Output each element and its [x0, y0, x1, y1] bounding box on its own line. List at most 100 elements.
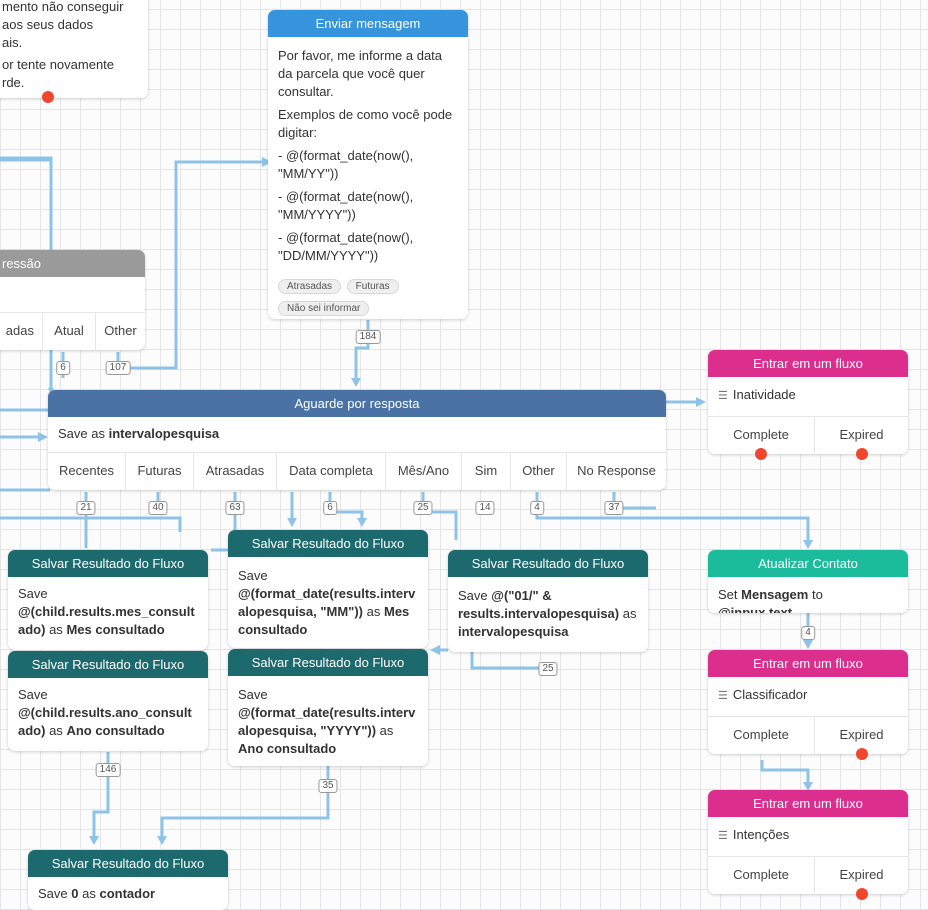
message-paragraph: - @(format_date(now(), "MM/YY"))	[278, 148, 414, 181]
path-counter[interactable]: 184	[355, 330, 381, 344]
save-flow-result-node[interactable]: Salvar Resultado do Fluxo Save @(format_…	[228, 649, 428, 766]
result-name: Ano consultado	[238, 741, 337, 756]
path-counter[interactable]: 25	[538, 662, 558, 676]
flow-icon: ☰	[718, 830, 728, 842]
exit-dot[interactable]	[856, 888, 868, 900]
path-counter[interactable]: 4	[530, 501, 544, 515]
path-counter[interactable]: 6	[56, 361, 70, 375]
flow-name: Inatividade	[732, 387, 796, 402]
exit-data-completa[interactable]: Data completa	[276, 453, 385, 490]
message-text-line: rde.	[2, 75, 25, 90]
save-expression: @(format_date(results.intervalopesquisa,…	[238, 586, 416, 619]
enter-flow-node-inatividade[interactable]: Entrar em um fluxo ☰ Inatividade Complete…	[708, 350, 908, 454]
exit-futuras[interactable]: Futuras	[125, 453, 193, 490]
exit-category[interactable]: adas	[5, 323, 34, 338]
node-title: Aguarde por resposta	[48, 390, 666, 417]
path-counter[interactable]: 37	[604, 501, 624, 515]
result-name: contador	[99, 886, 156, 901]
node-title: Salvar Resultado do Fluxo	[8, 550, 208, 577]
save-flow-result-node[interactable]: Salvar Resultado do Fluxo Save @(child.r…	[8, 550, 208, 650]
exit-no-response[interactable]: No Response	[566, 453, 666, 490]
message-text-line: ais.	[2, 35, 23, 50]
save-expression: @(child.results.ano_consultado)	[18, 705, 192, 738]
result-name: Mes consultado	[238, 604, 410, 637]
path-counter[interactable]: 25	[413, 501, 433, 515]
send-message-node-partial[interactable]: mento não conseguir aos seus dados ais. …	[0, 0, 148, 98]
set-label: Set	[718, 587, 738, 602]
exit-expired[interactable]: Expired	[814, 717, 908, 754]
exit-complete[interactable]: Complete	[733, 727, 789, 742]
exit-recentes[interactable]: Recentes	[59, 463, 114, 478]
as-label: as	[622, 606, 637, 621]
node-title: Salvar Resultado do Fluxo	[228, 649, 428, 676]
contact-value: @inpux.text	[718, 605, 793, 613]
flow-icon: ☰	[718, 390, 728, 402]
exit-expired[interactable]: Expired	[814, 857, 908, 894]
contact-field: Mensagem	[741, 587, 809, 602]
enter-flow-node-classificador[interactable]: Entrar em um fluxo ☰ Classificador Comple…	[708, 650, 908, 754]
path-counter[interactable]: 14	[475, 501, 495, 515]
quick-reply-tag: Futuras	[346, 279, 399, 294]
exit-complete[interactable]: Complete	[733, 427, 789, 442]
result-name: Mes consultado	[66, 622, 165, 637]
message-paragraph: - @(format_date(now(), "DD/MM/YYYY"))	[278, 230, 414, 263]
node-title: Entrar em um fluxo	[708, 350, 908, 377]
split-expression-node-partial[interactable]: ressão adas Atual Other	[0, 250, 145, 350]
as-label: as	[49, 622, 63, 637]
save-label: Save	[18, 687, 48, 702]
send-message-node[interactable]: Enviar mensagem Por favor, me informe a …	[268, 10, 468, 319]
path-counter[interactable]: 6	[323, 501, 337, 515]
save-expression: @("01/" & results.intervalopesquisa)	[458, 588, 620, 621]
node-title: Salvar Resultado do Fluxo	[8, 651, 208, 678]
path-counter[interactable]: 35	[318, 779, 338, 793]
exit-category[interactable]: Atual	[42, 313, 95, 350]
node-title: Salvar Resultado do Fluxo	[448, 550, 648, 577]
exit-dot[interactable]	[856, 448, 868, 460]
as-label: as	[379, 723, 394, 738]
path-counter[interactable]: 21	[76, 501, 96, 515]
save-flow-result-node[interactable]: Salvar Resultado do Fluxo Save @(child.r…	[8, 651, 208, 751]
exit-expired[interactable]: Expired	[814, 417, 908, 454]
to-label: to	[811, 587, 823, 602]
message-paragraph: Por favor, me informe a data da parcela …	[278, 48, 443, 99]
save-flow-result-node[interactable]: Salvar Resultado do Fluxo Save @("01/" &…	[448, 550, 648, 652]
exit-complete[interactable]: Complete	[733, 867, 789, 882]
node-title: Salvar Resultado do Fluxo	[228, 530, 428, 557]
save-flow-result-node[interactable]: Salvar Resultado do Fluxo Save 0 as cont…	[28, 850, 228, 910]
path-counter[interactable]: 63	[225, 501, 245, 515]
result-name: Ano consultado	[66, 723, 165, 738]
path-counter[interactable]: 4	[801, 626, 815, 640]
exit-dot[interactable]	[42, 91, 54, 103]
save-flow-result-node[interactable]: Salvar Resultado do Fluxo Save @(format_…	[228, 530, 428, 648]
update-contact-node[interactable]: Atualizar Contato Set Mensagem to @inpux…	[708, 550, 908, 613]
as-label: as	[82, 886, 96, 901]
flow-name: Classificador	[732, 687, 808, 702]
path-counter[interactable]: 146	[95, 763, 121, 777]
exit-dot[interactable]	[755, 448, 767, 460]
path-counter[interactable]: 107	[105, 361, 131, 375]
message-text-line: or tente novamente	[2, 57, 115, 72]
as-label: as	[366, 604, 381, 619]
message-paragraph: - @(format_date(now(), "MM/YYYY"))	[278, 189, 414, 222]
exit-mes-ano[interactable]: Mês/Ano	[385, 453, 461, 490]
exit-atrasadas[interactable]: Atrasadas	[193, 453, 276, 490]
wait-for-response-node[interactable]: Aguarde por resposta Save as intervalope…	[48, 390, 666, 490]
exit-other[interactable]: Other	[510, 453, 566, 490]
message-text-line: aos seus dados	[2, 17, 94, 32]
exit-dot[interactable]	[856, 748, 868, 760]
save-label: Save	[18, 586, 48, 601]
result-variable: intervalopesquisa	[108, 426, 220, 441]
flow-icon: ☰	[718, 690, 728, 702]
exit-sim[interactable]: Sim	[461, 453, 510, 490]
save-label: Save	[238, 687, 268, 702]
node-title: Entrar em um fluxo	[708, 650, 908, 677]
as-label: as	[49, 723, 63, 738]
save-label: Save	[238, 568, 268, 583]
save-as-label: Save as	[58, 426, 105, 441]
message-text-line: mento não conseguir	[2, 0, 124, 14]
save-expression: @(child.results.mes_consultado)	[18, 604, 195, 637]
path-counter[interactable]: 40	[148, 501, 168, 515]
enter-flow-node-intencoes[interactable]: Entrar em um fluxo ☰Intenções Complete E…	[708, 790, 908, 894]
exit-category[interactable]: Other	[95, 313, 145, 350]
node-title: Entrar em um fluxo	[708, 790, 908, 817]
